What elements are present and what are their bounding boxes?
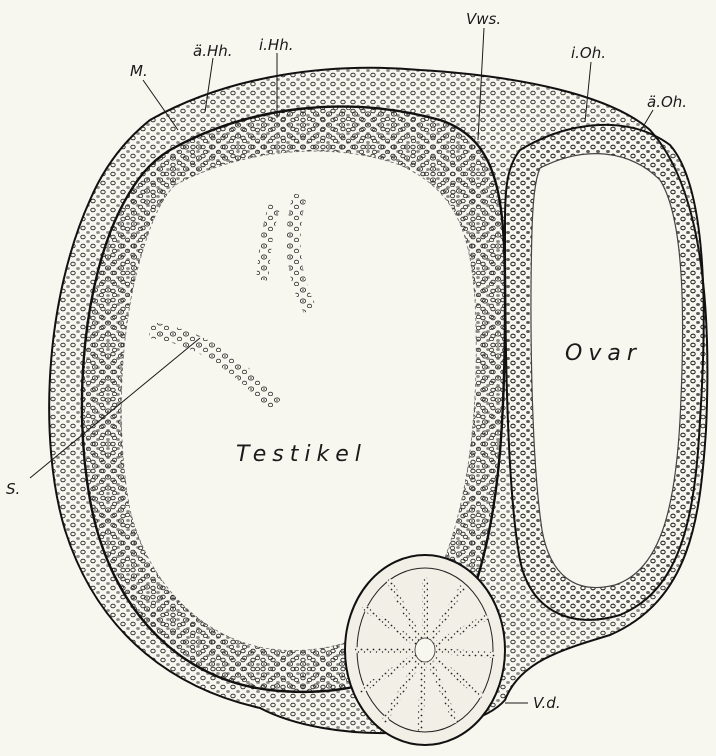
- label-v-d: V.d.: [533, 694, 561, 712]
- label-i-oh: i.Oh.: [571, 44, 606, 62]
- label-a-hh: ä.Hh.: [193, 42, 233, 60]
- label-m: M.: [130, 62, 148, 80]
- label-ovar: Ovar: [565, 341, 642, 366]
- ovary-lumen: [531, 154, 683, 588]
- label-a-oh: ä.Oh.: [647, 93, 687, 111]
- vas-deferens: [345, 555, 505, 745]
- label-i-hh: i.Hh.: [259, 36, 294, 54]
- label-vws: Vws.: [466, 10, 501, 28]
- label-s: S.: [6, 480, 20, 498]
- label-testikel: Testikel: [236, 442, 367, 467]
